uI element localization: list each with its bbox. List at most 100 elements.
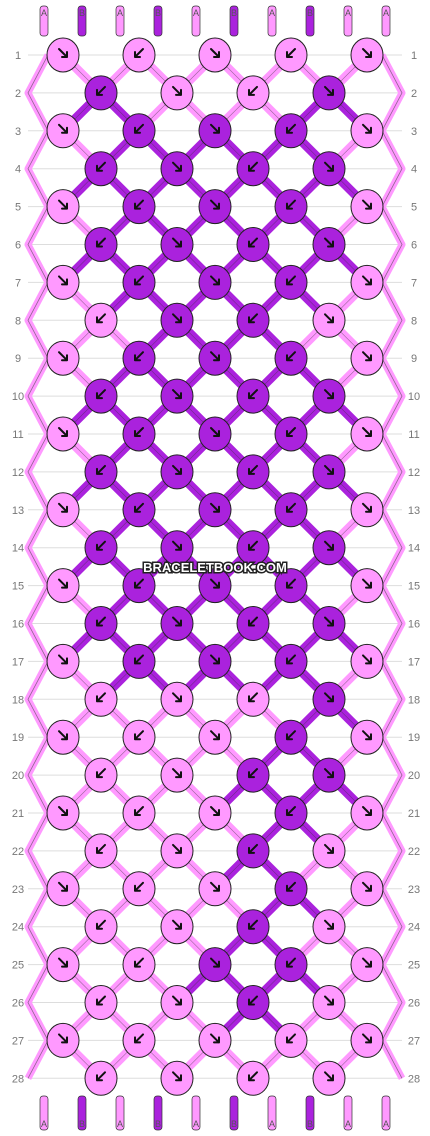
knot-oval (160, 227, 194, 262)
knot-oval (350, 719, 384, 755)
knot (312, 75, 346, 111)
row-number-left: 19 (12, 732, 24, 744)
knot-arrow-icon (362, 351, 372, 362)
row-number-right: 1 (411, 50, 417, 62)
knot-arrow-icon (96, 389, 106, 400)
knot (122, 113, 156, 149)
row-number-right: 24 (408, 922, 420, 934)
knot (160, 985, 194, 1020)
knot-arrow-icon (58, 275, 68, 286)
knot-oval (350, 37, 384, 73)
strand-top (153, 5, 163, 37)
knot-oval (46, 871, 80, 907)
knot (198, 947, 232, 983)
strand-bottom (267, 1095, 277, 1131)
knot (350, 340, 384, 376)
knot-arrow-icon (134, 123, 144, 134)
knot-arrow-icon (172, 919, 182, 930)
knot-oval (122, 795, 156, 831)
knot-arrow-icon (96, 161, 106, 172)
knot-oval (350, 264, 384, 300)
row-number-right: 27 (408, 1035, 420, 1047)
knot (274, 795, 308, 831)
knot-oval (160, 681, 194, 717)
strand-top-label: A (269, 8, 275, 18)
knot-oval (312, 1060, 346, 1096)
knot-arrow-icon (324, 692, 334, 703)
knot-arrow-icon (96, 616, 106, 627)
knot-oval (312, 151, 346, 187)
knot-oval (198, 947, 232, 983)
knot-oval (198, 189, 232, 225)
knot (350, 568, 384, 604)
knot-arrow-icon (362, 957, 372, 968)
knot-oval (160, 75, 194, 111)
knot-oval (122, 568, 156, 604)
knot-oval (46, 492, 80, 528)
strand-bottom-label: A (117, 1119, 123, 1129)
knot-arrow-icon (248, 389, 258, 400)
knot-arrow-icon (324, 1071, 334, 1082)
knot-oval (312, 302, 346, 338)
knot-arrow-icon (248, 313, 258, 324)
knot-arrow-icon (210, 1033, 220, 1044)
strand-top (305, 5, 315, 37)
knot (84, 151, 118, 187)
knot-oval (198, 37, 232, 73)
knot (160, 530, 194, 566)
knot (312, 757, 346, 793)
knot-arrow-icon (58, 427, 68, 437)
knot-arrow-icon (324, 768, 334, 779)
knot-oval (312, 985, 346, 1020)
knot (236, 454, 270, 490)
knot (122, 416, 156, 452)
knot-arrow-icon (286, 123, 296, 134)
knot (198, 719, 232, 755)
knot-arrow-icon (58, 502, 68, 513)
knot (236, 757, 270, 793)
knot-arrow-icon (324, 843, 334, 854)
knot (236, 606, 270, 641)
knot (84, 909, 118, 945)
knot-arrow-icon (324, 161, 334, 172)
knot-oval (236, 378, 270, 414)
strand-bottom (77, 1095, 87, 1131)
knot (84, 606, 118, 641)
knot (84, 833, 118, 869)
knot-arrow-icon (210, 730, 220, 741)
knot-oval (350, 871, 384, 907)
knot-oval (312, 75, 346, 111)
knot-arrow-icon (324, 995, 334, 1006)
knot (312, 606, 346, 641)
knot (84, 378, 118, 414)
knot (198, 795, 232, 831)
knot-oval (312, 227, 346, 262)
knot-arrow-icon (362, 1033, 372, 1044)
strand-bottom (343, 1095, 353, 1131)
strand-bottom-label: A (383, 1119, 389, 1129)
row-number-left: 18 (12, 694, 24, 706)
knot-arrow-icon (58, 654, 68, 665)
knot (198, 416, 232, 452)
knot-arrow-icon (362, 806, 372, 816)
knot-oval (236, 1060, 270, 1096)
knot-oval (122, 871, 156, 907)
knot (274, 871, 308, 907)
strand-bottom-label: B (231, 1119, 237, 1129)
row-number-left: 27 (12, 1035, 24, 1047)
knot-arrow-icon (58, 123, 68, 134)
row-number-right: 13 (408, 505, 420, 517)
knot-arrow-icon (172, 237, 182, 248)
knot-arrow-icon (134, 275, 144, 286)
knot-arrow-icon (134, 351, 144, 362)
strand-bottom-label: A (41, 1119, 47, 1129)
knot-oval (198, 643, 232, 679)
row-number-left: 14 (12, 543, 24, 555)
knot-oval (198, 416, 232, 452)
knot-oval (236, 909, 270, 945)
knot (84, 681, 118, 717)
row-number-left: 7 (15, 277, 21, 289)
knot-arrow-icon (96, 995, 106, 1006)
knot (46, 492, 80, 528)
